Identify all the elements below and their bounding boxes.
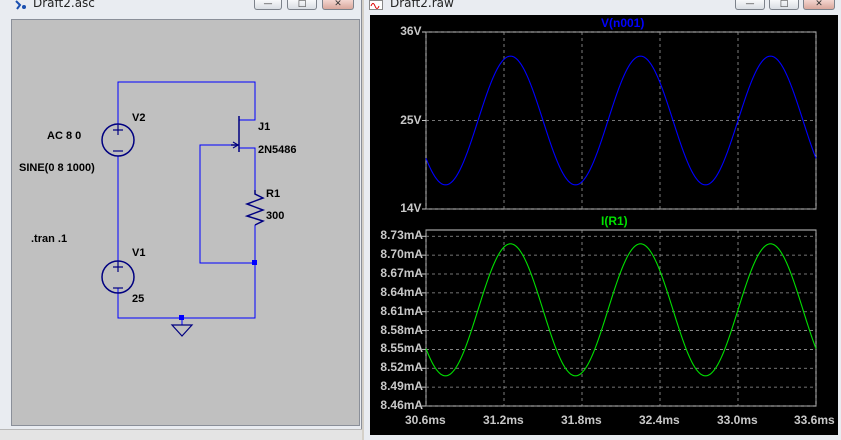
minimize-button[interactable]: — [254,0,282,10]
ground-symbol [170,324,194,337]
waveform-svg [422,31,817,407]
ltspice-app-icon [15,0,26,10]
waveform-app-icon [369,0,383,10]
y-tick-label: 8.49mA [380,379,424,394]
pane-2 [422,229,817,407]
v1-source-symbol [101,260,135,294]
minimize-icon: — [263,0,273,9]
pane-1 [422,31,817,210]
v1-value-label: 25 [132,293,145,305]
j1-jfet-symbol [231,116,240,152]
j1-model-label: 2N5486 [258,144,297,156]
waveform-plot-area[interactable]: 36V 25V 14V V(n001) 30.6ms 31.2ms 31.8ms 32.4ms… [370,15,838,435]
y-tick-label: 8.70mA [380,247,424,262]
schematic-titlebar[interactable]: Draft2.asc — □ ✕ [0,0,361,12]
wire-j1-source [239,147,256,190]
y-tick-label: 8.67mA [380,266,424,280]
y-tick-label: 8.52mA [380,360,424,375]
v2-value-label: AC 8 0 [47,130,82,142]
y-tick-label: 8.64mA [380,284,424,299]
maximize-button[interactable]: □ [769,0,799,10]
y-tick-label: 8.55mA [380,341,424,356]
waveform-title: Draft2.raw [390,0,454,10]
y-tick-label: 8.73mA [380,228,424,243]
maximize-icon: □ [779,0,789,9]
maximize-button[interactable]: □ [287,0,317,10]
schematic-canvas[interactable]: V2 AC 8 0 SINE(0 8 1000) .tran .1 V1 25 … [11,19,360,426]
wire-v2-top [117,81,256,130]
y-tick-label: 14V [400,201,422,215]
y-tick-label: 8.58mA [380,322,424,337]
y-tick-label: 36V [400,24,422,38]
schematic-title: Draft2.asc [33,0,95,10]
minimize-icon: — [745,0,755,9]
x-tick-label: 30.6ms [405,413,446,427]
x-tick-label: 31.2ms [483,413,524,427]
junction-dot-ground [179,315,184,320]
close-icon: ✕ [815,0,823,9]
close-button[interactable]: ✕ [803,0,835,10]
waveform-titlebar[interactable]: Draft2.raw — □ ✕ [364,0,841,12]
x-tick-label: 31.8ms [561,413,602,427]
v2-sine-label: SINE(0 8 1000) [19,162,95,174]
wire-gate-loop [199,144,255,264]
v2-name-label: V2 [132,112,146,124]
minimize-button[interactable]: — [735,0,765,10]
x-tick-label: 33.0ms [717,413,758,427]
series-line-i-r1- [425,243,817,377]
horizontal-scrollbar[interactable] [0,429,362,440]
v2-source-symbol [101,123,135,157]
r1-resistor-symbol [244,190,266,226]
r1-name-label: R1 [266,188,281,200]
close-icon: ✕ [334,0,342,9]
r1-value-label: 300 [266,210,285,222]
maximize-icon: □ [297,0,307,9]
y-tick-label: 25V [400,112,422,127]
pane-title: I(R1) [601,214,628,228]
j1-name-label: J1 [258,121,271,133]
schematic-drawing [101,81,266,337]
x-tick-label: 33.6ms [794,413,835,427]
close-button[interactable]: ✕ [322,0,354,10]
v1-name-label: V1 [132,247,146,259]
schematic-window[interactable]: Draft2.asc — □ ✕ [0,0,362,440]
y-tick-label: 8.61mA [380,303,424,318]
wire-v1-bottom [117,263,256,319]
y-tick-label: 8.46mA [380,398,424,412]
x-tick-label: 32.4ms [639,413,680,427]
series-line-v-n001- [425,55,817,186]
tran-directive-label: .tran .1 [31,233,68,245]
junction-dot-r1 [252,260,257,265]
pane-title: V(n001) [601,16,645,30]
